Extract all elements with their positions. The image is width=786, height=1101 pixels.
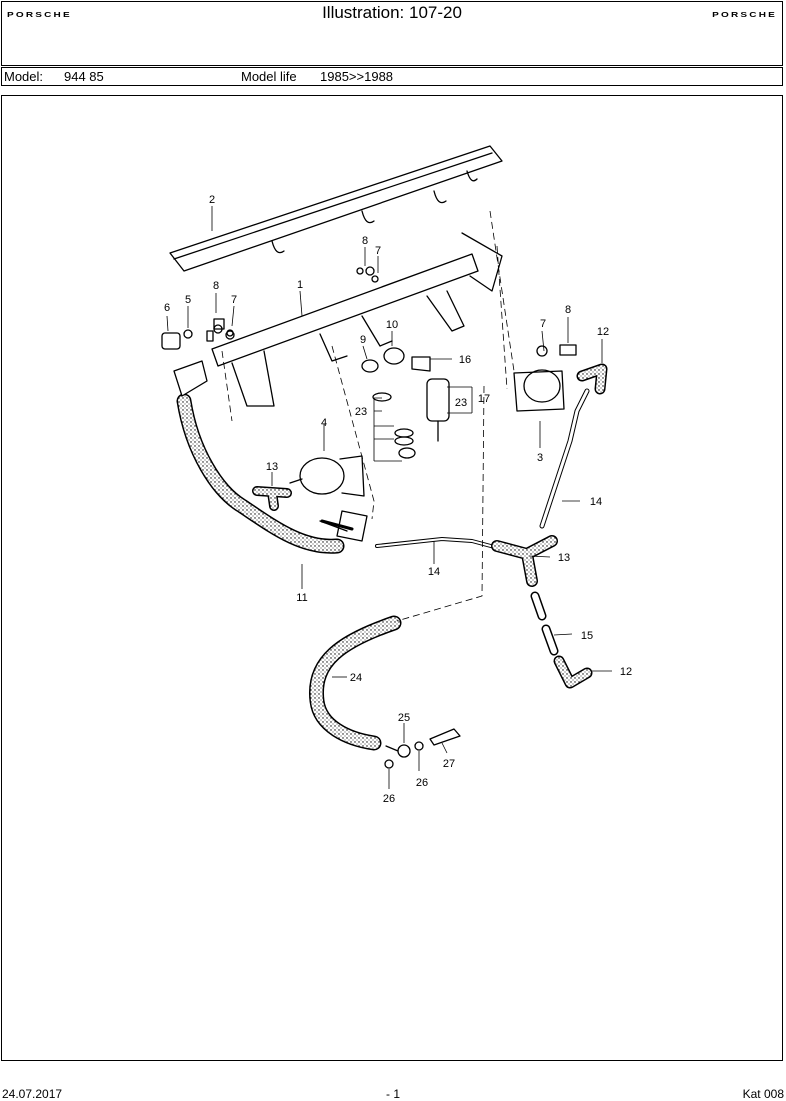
callout: 7 bbox=[231, 294, 237, 306]
injector bbox=[361, 347, 450, 459]
porsche-logo-left: PORSCHE bbox=[7, 11, 72, 20]
callout: 6 bbox=[164, 302, 170, 314]
callout: 3 bbox=[537, 452, 543, 464]
callout: 17 bbox=[478, 393, 490, 405]
porsche-logo-right: PORSCHE bbox=[712, 11, 777, 20]
callout: 13 bbox=[266, 461, 278, 473]
callout: 13 bbox=[558, 552, 570, 564]
callout: 16 bbox=[459, 354, 471, 366]
callout: 26 bbox=[416, 777, 428, 789]
model-value: 944 85 bbox=[64, 69, 104, 84]
injector-rail bbox=[211, 232, 577, 407]
fittings bbox=[161, 329, 235, 350]
callout: 24 bbox=[350, 672, 362, 684]
callout: 12 bbox=[620, 666, 632, 678]
diagram-panel: 1 2 3 4 5 6 7 7 7 8 8 8 9 10 11 12 12 13… bbox=[1, 95, 783, 1061]
callout: 12 bbox=[597, 326, 609, 338]
illustration-title: Illustration: 107-20 bbox=[322, 3, 462, 22]
callout: 14 bbox=[428, 566, 440, 578]
callout: 9 bbox=[360, 334, 366, 346]
callout: 11 bbox=[296, 592, 307, 604]
footer-date: 24.07.2017 bbox=[2, 1087, 63, 1101]
callout: 5 bbox=[185, 294, 191, 306]
callout: 2 bbox=[209, 194, 215, 206]
callout: 1 bbox=[297, 279, 303, 291]
callout: 26 bbox=[383, 793, 395, 805]
model-bar: Model: 944 85 Model life 1985>>1988 bbox=[1, 67, 783, 86]
parts-diagram: 1 2 3 4 5 6 7 7 7 8 8 8 9 10 11 12 12 13… bbox=[161, 145, 632, 805]
callout: 10 bbox=[386, 319, 398, 331]
header: PORSCHE Illustration: 107-20 PORSCHE bbox=[1, 1, 783, 66]
cover-rail bbox=[169, 145, 503, 272]
callout: 8 bbox=[565, 304, 571, 316]
callout: 15 bbox=[581, 630, 593, 642]
callout: 7 bbox=[375, 245, 381, 257]
pressure-regulator bbox=[289, 455, 368, 542]
callout: 14 bbox=[590, 496, 602, 508]
footer-page: - 1 bbox=[386, 1087, 401, 1101]
callout: 4 bbox=[321, 417, 327, 429]
callout: 23 bbox=[455, 397, 467, 409]
callout: 7 bbox=[540, 318, 546, 330]
model-life-label: Model life bbox=[241, 69, 297, 84]
model-life-value: 1985>>1988 bbox=[320, 69, 394, 84]
callout-labels: 1 2 3 4 5 6 7 7 7 8 8 8 9 10 11 12 12 13… bbox=[164, 194, 632, 805]
regulator-3 bbox=[513, 369, 565, 412]
callout: 8 bbox=[213, 280, 219, 292]
callout: 8 bbox=[362, 235, 368, 247]
model-label: Model: bbox=[4, 69, 44, 84]
callout: 25 bbox=[398, 712, 410, 724]
callout: 27 bbox=[443, 758, 455, 770]
callout: 23 bbox=[355, 406, 367, 418]
footer-catalog: Kat 008 bbox=[742, 1087, 784, 1101]
banjo-bolt-set bbox=[384, 728, 461, 769]
